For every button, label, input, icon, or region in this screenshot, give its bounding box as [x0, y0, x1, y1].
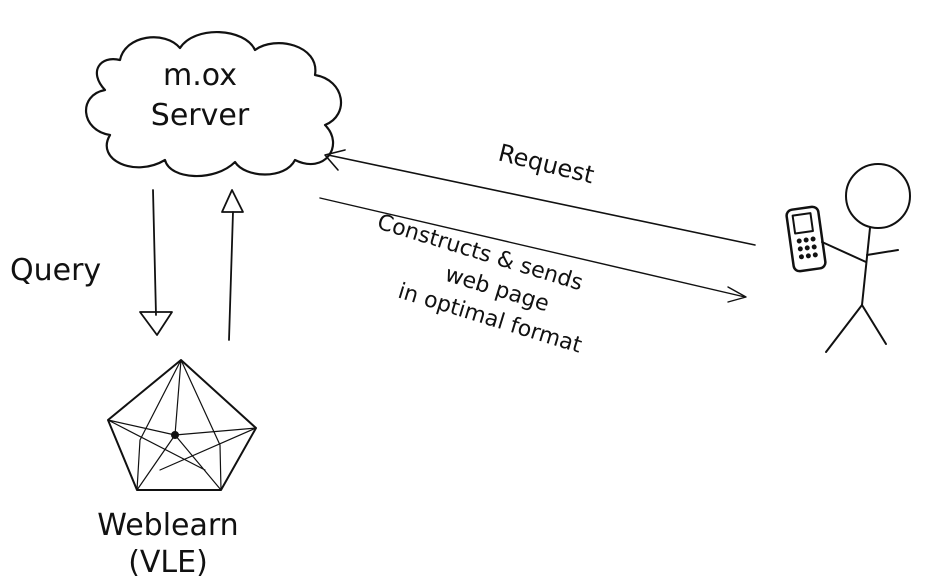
query-label: Query [10, 253, 101, 288]
server-cloud [85, 30, 343, 178]
request-label: Request [496, 139, 597, 190]
vle-type: (VLE) [128, 545, 208, 580]
request-arrow [324, 149, 756, 246]
user-stick-figure-icon [821, 163, 911, 353]
return-arrow [221, 189, 244, 341]
vle-name: Weblearn [97, 508, 238, 543]
server-name-line2: Server [151, 98, 250, 133]
weblearn-network-icon [107, 359, 257, 491]
send-arrow [319, 197, 747, 303]
query-arrow [139, 189, 173, 336]
mobile-phone-icon [785, 205, 827, 273]
server-name-line1: m.ox [163, 58, 237, 93]
